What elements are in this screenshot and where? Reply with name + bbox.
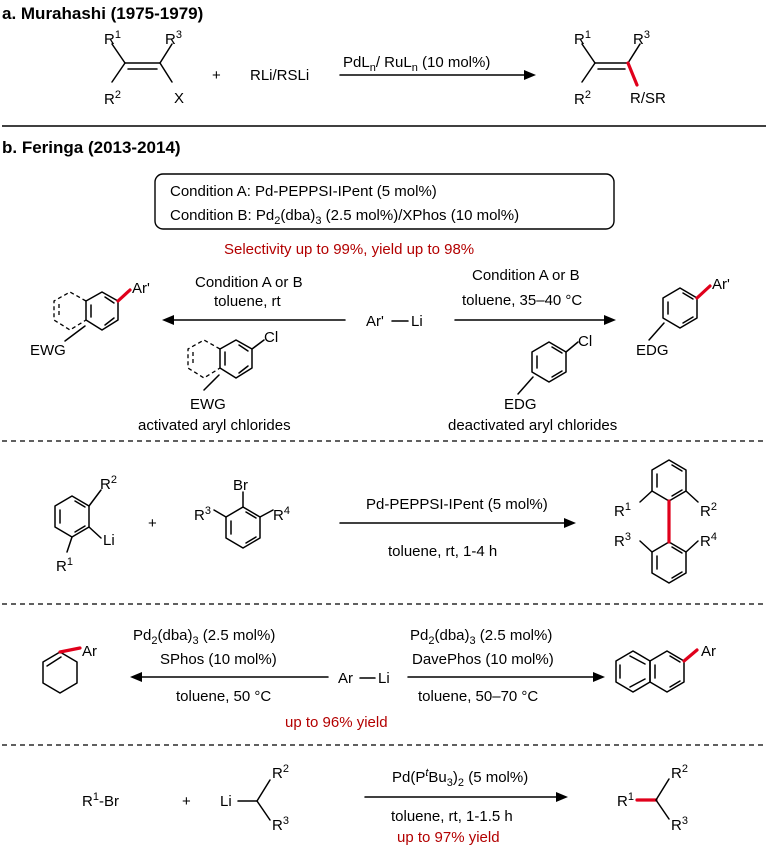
naphthyl-ar: Ar (701, 643, 716, 660)
section-a-title: a. Murahashi (1975-1979) (2, 4, 203, 23)
center-reagent-ar: Ar' (366, 313, 384, 330)
left-conditions: toluene, 50 °C (176, 688, 271, 705)
product-group: R/SR (630, 90, 666, 107)
alkyl-product-r2: R2 (671, 763, 688, 782)
alkyl-bromide: R1-Br (82, 791, 119, 810)
aryllithium-r1: R1 (56, 556, 73, 575)
activated-chloride-ewg: EWG (190, 396, 226, 413)
deactivated-product-structure (648, 284, 712, 341)
vinyl-r1: R1 (104, 29, 121, 48)
product-r1: R1 (574, 29, 591, 48)
section-c-arrow (339, 518, 576, 528)
left-arrow (162, 315, 346, 325)
activated-label: activated aryl chlorides (138, 417, 291, 434)
aryl-bromide-r3: R3 (194, 505, 211, 524)
section-e-catalyst: Pd(PtBu3)2 (5 mol%) (392, 767, 528, 789)
center-reagent-li: Li (411, 313, 423, 330)
section-c-conditions: toluene, rt, 1-4 h (388, 543, 497, 560)
vinyl-x: X (174, 90, 184, 107)
right-arrow-cond-1: Condition A or B (472, 267, 580, 284)
activated-product-ewg: EWG (30, 342, 66, 359)
section-c-catalyst: Pd-PEPPSI-IPent (5 mol%) (366, 496, 548, 513)
deactivated-chloride-cl: Cl (578, 333, 592, 350)
right-catalyst: Pd2(dba)3 (2.5 mol%) (410, 627, 552, 647)
biaryl-product-structure (639, 459, 699, 584)
deactivated-product-ar: Ar' (712, 276, 730, 293)
alkyl-product-r1: R1 (617, 791, 634, 810)
vinyl-halide-structure (111, 43, 173, 83)
alkyl-product-r3: R3 (671, 815, 688, 834)
aryllithium-r2: R2 (100, 474, 117, 493)
alkyllithium-structure (237, 779, 271, 821)
condition-b: Condition B: Pd2(dba)3 (2.5 mol%)/XPhos … (170, 207, 519, 227)
condition-a: Condition A: Pd-PEPPSI-IPent (5 mol%) (170, 183, 437, 200)
deactivated-chloride-edg: EDG (504, 396, 537, 413)
biaryl-r4: R4 (700, 531, 717, 550)
product-r3: R3 (633, 29, 650, 48)
section-a-reagent: RLi/RSLi (250, 67, 309, 84)
alkyllithium-r2: R2 (272, 763, 289, 782)
alkyl-product-structure (635, 778, 670, 820)
left-catalyst: Pd2(dba)3 (2.5 mol%) (133, 627, 275, 647)
biaryl-r1: R1 (614, 501, 631, 520)
aryl-bromide-br: Br (233, 477, 248, 494)
deactivated-chloride-structure (517, 341, 579, 395)
section-d-right-arrow (407, 672, 605, 682)
selectivity-note: Selectivity up to 99%, yield up to 98% (224, 241, 474, 258)
biaryl-r3: R3 (614, 531, 631, 550)
activated-chloride-structure (187, 339, 265, 391)
alkyllithium-li: Li (220, 793, 232, 810)
section-d-yield: up to 96% yield (285, 714, 388, 731)
right-arrow (454, 315, 616, 325)
naphthyl-product-structure (615, 648, 699, 693)
section-e-conditions: toluene, rt, 1-1.5 h (391, 808, 513, 825)
aryl-bromide-r4: R4 (273, 505, 290, 524)
section-e-yield: up to 97% yield (397, 829, 500, 846)
activated-product-ar: Ar' (132, 280, 150, 297)
conditions-box (154, 173, 615, 230)
vinyl-r3: R3 (165, 29, 182, 48)
biaryl-r2: R2 (700, 501, 717, 520)
alkyllithium-r3: R3 (272, 815, 289, 834)
aryllithium-li: Li (103, 532, 115, 549)
section-d-reagent-ar: Ar (338, 670, 353, 687)
deactivated-label: deactivated aryl chlorides (448, 417, 617, 434)
section-e-arrow (364, 792, 568, 802)
cyclohexenyl-ar: Ar (82, 643, 97, 660)
aryl-bromide-structure (213, 491, 274, 549)
right-arrow-cond-2: toluene, 35–40 °C (462, 292, 582, 309)
right-ligand: DavePhos (10 mol%) (412, 651, 554, 668)
section-d-left-arrow (130, 672, 329, 682)
section-a-catalyst: PdLn/ RuLn (10 mol%) (343, 54, 490, 74)
cyclohexenyl-product-structure (42, 646, 82, 694)
right-conditions: toluene, 50–70 °C (418, 688, 538, 705)
section-e-plus: + (182, 793, 191, 810)
activated-chloride-cl: Cl (264, 329, 278, 346)
deactivated-product-edg: EDG (636, 342, 669, 359)
activated-product-structure (53, 288, 132, 342)
left-arrow-cond-2: toluene, rt (214, 293, 282, 310)
vinyl-r2: R2 (104, 89, 121, 108)
product-r2: R2 (574, 89, 591, 108)
section-b-title: b. Feringa (2013-2014) (2, 138, 181, 157)
section-c-plus: + (148, 515, 157, 532)
section-d-reagent-li: Li (378, 670, 390, 687)
section-a-plus: + (212, 67, 221, 84)
aryllithium-structure (54, 489, 102, 553)
vinyl-product-structure (581, 43, 641, 87)
left-ligand: SPhos (10 mol%) (160, 651, 277, 668)
left-arrow-cond-1: Condition A or B (195, 274, 303, 291)
section-a-arrow (339, 70, 536, 80)
